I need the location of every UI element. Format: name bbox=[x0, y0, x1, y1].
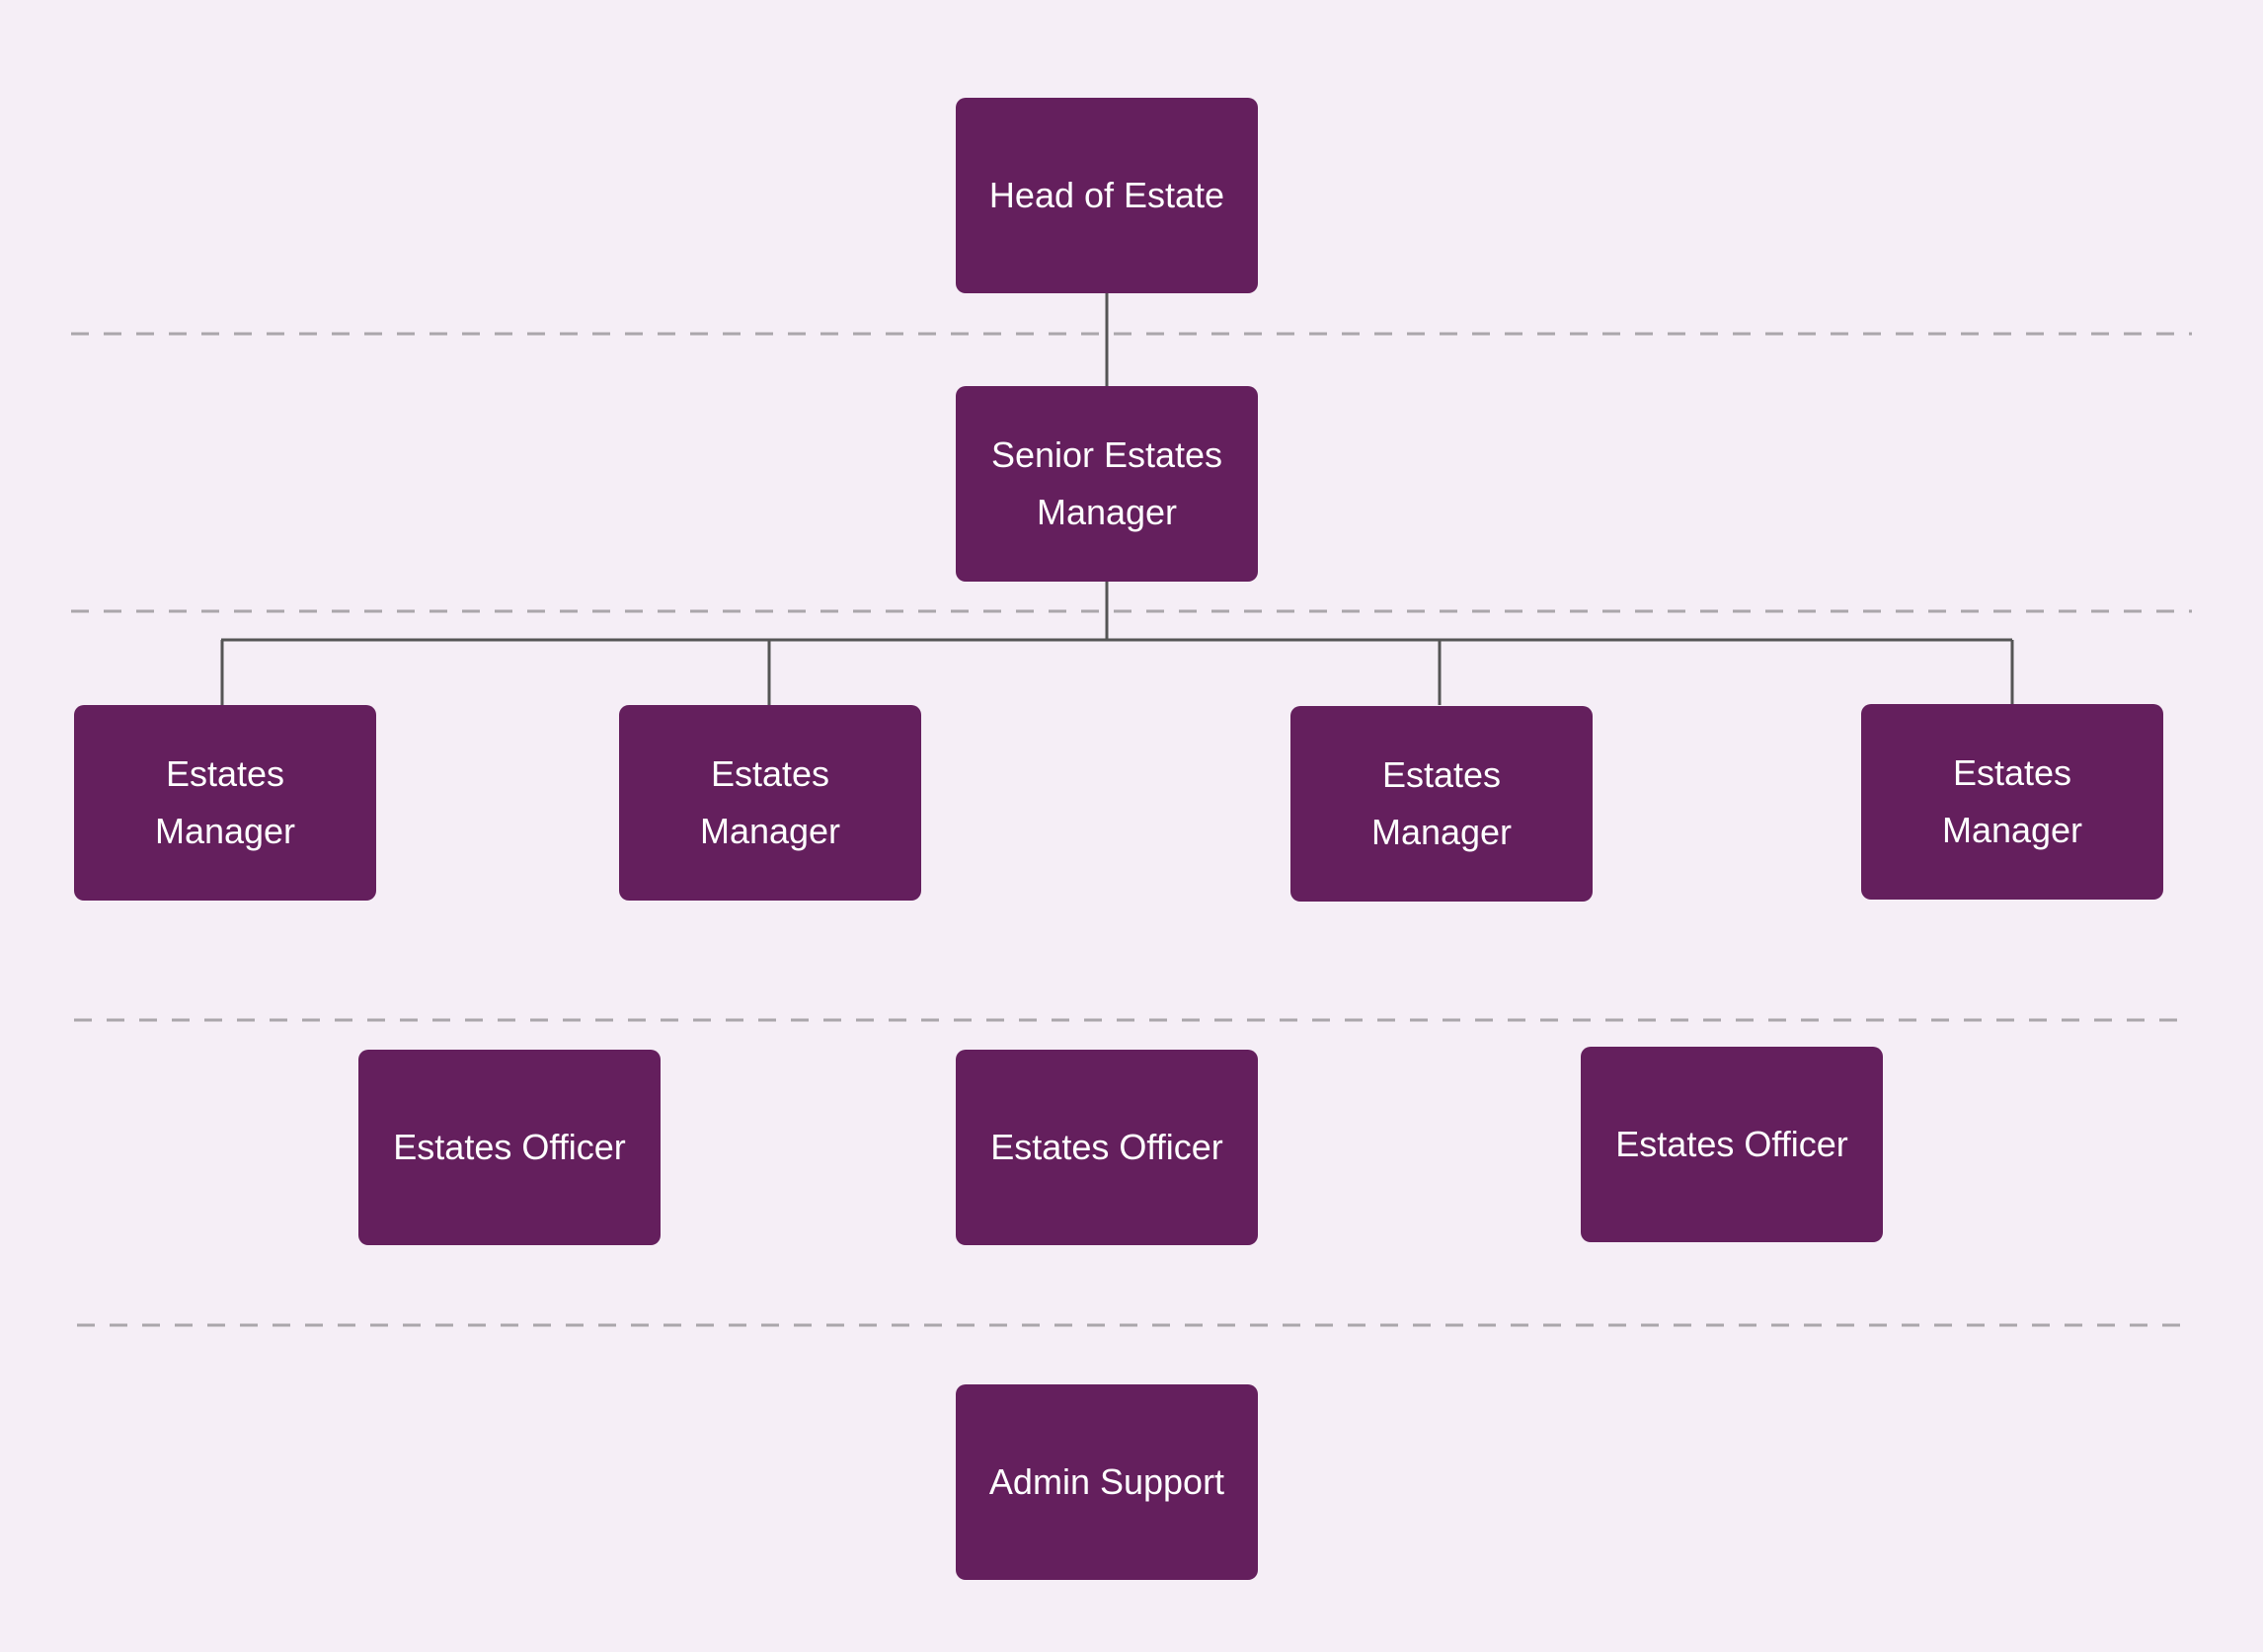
node-label: Estates Officer bbox=[1615, 1124, 1848, 1164]
node-admin-support[interactable]: Admin Support bbox=[956, 1384, 1258, 1580]
node-label: Estates Manager bbox=[1941, 752, 2083, 850]
node-label: Admin Support bbox=[988, 1461, 1225, 1502]
node-estates-manager-4[interactable]: Estates Manager bbox=[1861, 704, 2163, 900]
node-estates-manager-2[interactable]: Estates Manager bbox=[619, 705, 921, 901]
node-head-of-estate[interactable]: Head of Estate bbox=[956, 98, 1258, 293]
node-label: Estates Officer bbox=[990, 1127, 1223, 1167]
node-label: Senior Estates Manager bbox=[990, 434, 1223, 532]
node-estates-manager-1[interactable]: Estates Manager bbox=[74, 705, 376, 901]
node-label: Estates Manager bbox=[699, 753, 841, 851]
node-label: Estates Manager bbox=[154, 753, 296, 851]
node-label: Estates Manager bbox=[1370, 754, 1513, 852]
node-estates-manager-3[interactable]: Estates Manager bbox=[1290, 706, 1593, 902]
node-estates-officer-1[interactable]: Estates Officer bbox=[358, 1050, 661, 1245]
node-estates-officer-3[interactable]: Estates Officer bbox=[1581, 1047, 1883, 1242]
node-label: Estates Officer bbox=[393, 1127, 626, 1167]
node-estates-officer-2[interactable]: Estates Officer bbox=[956, 1050, 1258, 1245]
node-senior-estates-manager[interactable]: Senior Estates Manager bbox=[956, 386, 1258, 582]
node-label: Head of Estate bbox=[988, 175, 1225, 215]
